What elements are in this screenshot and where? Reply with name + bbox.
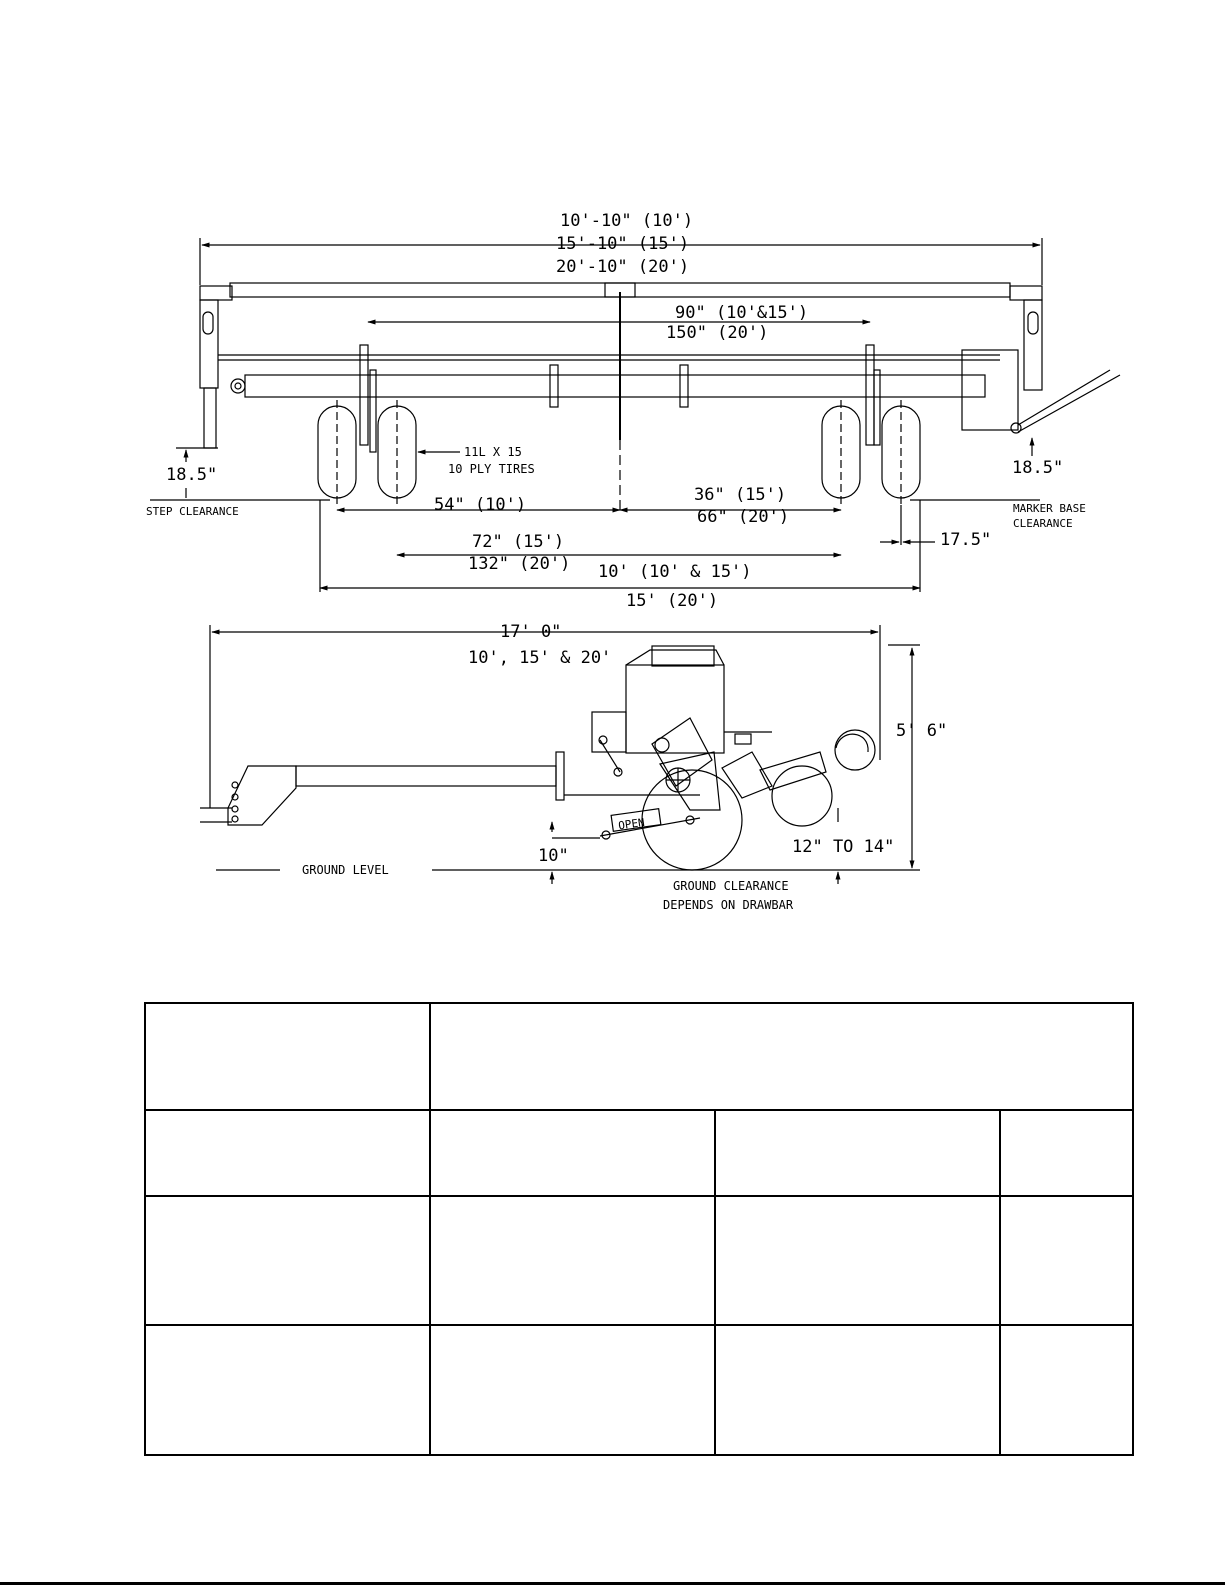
hitch-tongue <box>227 765 297 826</box>
table-cell <box>998 1109 1135 1197</box>
marker-clearance-value: 18.5" <box>1012 458 1063 478</box>
table-cell <box>714 1194 1001 1327</box>
table-cell <box>144 1109 431 1197</box>
table-cell <box>429 1194 716 1327</box>
table-cell <box>714 1324 1001 1456</box>
mid-span-15: 72" (15') <box>472 532 564 552</box>
marker-clearance-label-2: CLEARANCE <box>1013 517 1073 530</box>
table-cell <box>998 1194 1135 1327</box>
inner-right-15: 36" (15') <box>694 485 786 505</box>
track-width-10-15: 10' (10' & 15') <box>598 562 752 582</box>
top-view <box>150 238 1121 592</box>
hopper <box>625 664 725 754</box>
table-row <box>144 1109 1135 1197</box>
row-span-10-15: 90" (10'&15') <box>675 303 808 323</box>
table-cell <box>144 1001 431 1112</box>
height-dimension: 5' 6" <box>896 721 947 741</box>
overall-width-15: 15'-10" (15') <box>556 234 689 254</box>
overall-length-dimension: 17' 0" <box>500 622 561 642</box>
row-unit-range: 12" TO 14" <box>792 837 894 857</box>
table-cell <box>428 1001 1135 1112</box>
side-labels: 17' 0" 10', 15' & 20' 5' 6" 10" GROUND L… <box>302 622 947 912</box>
table-cell <box>998 1324 1135 1456</box>
length-models-label: 10', 15' & 20' <box>468 648 611 668</box>
table-cell <box>144 1194 431 1327</box>
right-end-post <box>1023 299 1043 391</box>
open-label: OPEN <box>617 816 645 833</box>
tire-ply-label: 10 PLY TIRES <box>448 462 535 476</box>
overall-width-10: 10'-10" (10') <box>560 211 693 231</box>
table-cell <box>144 1324 431 1456</box>
table-row <box>144 1001 1135 1112</box>
spec-table <box>144 1001 1135 1456</box>
table-cell <box>429 1109 716 1197</box>
closing-wheel <box>771 765 833 827</box>
press-wheel <box>834 729 876 771</box>
marker-clearance-label-1: MARKER BASE <box>1013 502 1086 515</box>
ground-clearance-label-1: GROUND CLEARANCE <box>673 879 789 893</box>
ground-clearance-label-2: DEPENDS ON DRAWBAR <box>663 898 794 912</box>
table-row <box>144 1194 1135 1327</box>
wheel-offset-dimension: 17.5" <box>940 530 991 550</box>
table-cell <box>429 1324 716 1456</box>
inner-right-20: 66" (20') <box>697 507 789 527</box>
table-row <box>144 1324 1135 1456</box>
ground-level-label: GROUND LEVEL <box>302 863 389 877</box>
inner-left-dimension: 54" (10') <box>434 495 526 515</box>
step-clearance-label: STEP CLEARANCE <box>146 505 239 518</box>
overall-width-20: 20'-10" (20') <box>556 257 689 277</box>
left-end-post <box>199 299 219 389</box>
table-cell <box>714 1109 1001 1197</box>
track-width-20: 15' (20') <box>626 591 718 611</box>
top-labels: 10'-10" (10') 15'-10" (15') 20'-10" (20'… <box>146 211 1086 611</box>
bottom-rule <box>0 1582 1225 1585</box>
tire-size-label: 11L X 15 <box>464 445 522 459</box>
side-view <box>200 625 920 884</box>
marker-mount <box>961 349 1019 431</box>
mid-span-20: 132" (20') <box>468 554 570 574</box>
step-clearance-value: 18.5" <box>166 465 217 485</box>
drawbar-drop-dimension: 10" <box>538 846 569 866</box>
row-span-20: 150" (20') <box>666 323 768 343</box>
dimension-drawing: 10'-10" (10') 15'-10" (15') 20'-10" (20'… <box>146 211 1121 912</box>
